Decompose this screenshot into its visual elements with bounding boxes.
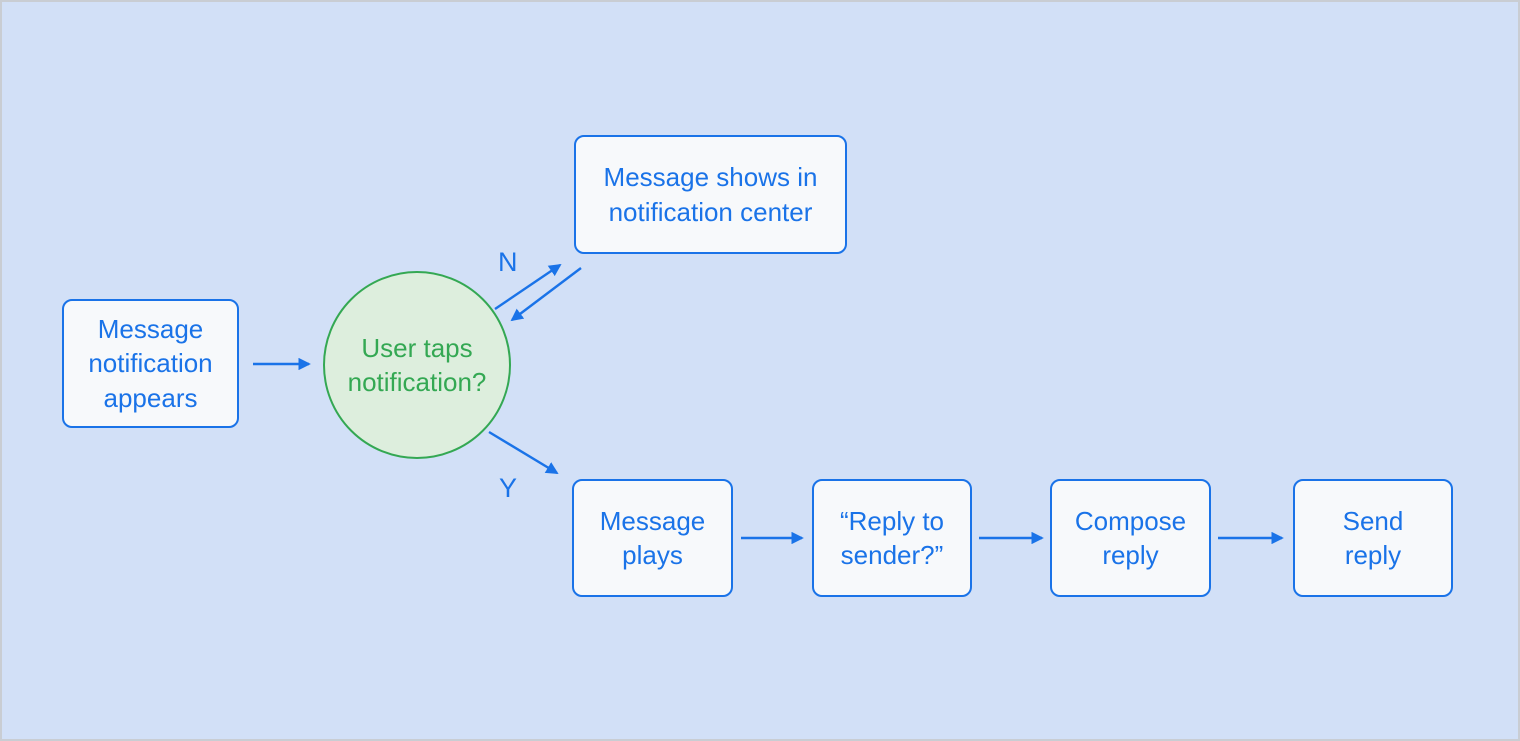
branch-label-yes: Y — [499, 473, 518, 503]
node-reply-to-sender-prompt: “Reply to sender?” — [812, 479, 972, 597]
node-compose-reply: Compose reply — [1050, 479, 1211, 597]
edge-notification-center-to-decision — [510, 267, 582, 322]
node-send-reply: Send reply — [1293, 479, 1453, 597]
node-user-taps-notification-decision: User taps notification? — [323, 271, 511, 459]
branch-label-no: N — [498, 247, 518, 277]
node-message-plays: Message plays — [572, 479, 733, 597]
node-message-shows-in-notification-center: Message shows in notification center — [574, 135, 847, 254]
edge-decision-to-message-plays — [488, 430, 559, 475]
node-message-notification-appears: Message notification appears — [62, 299, 239, 428]
